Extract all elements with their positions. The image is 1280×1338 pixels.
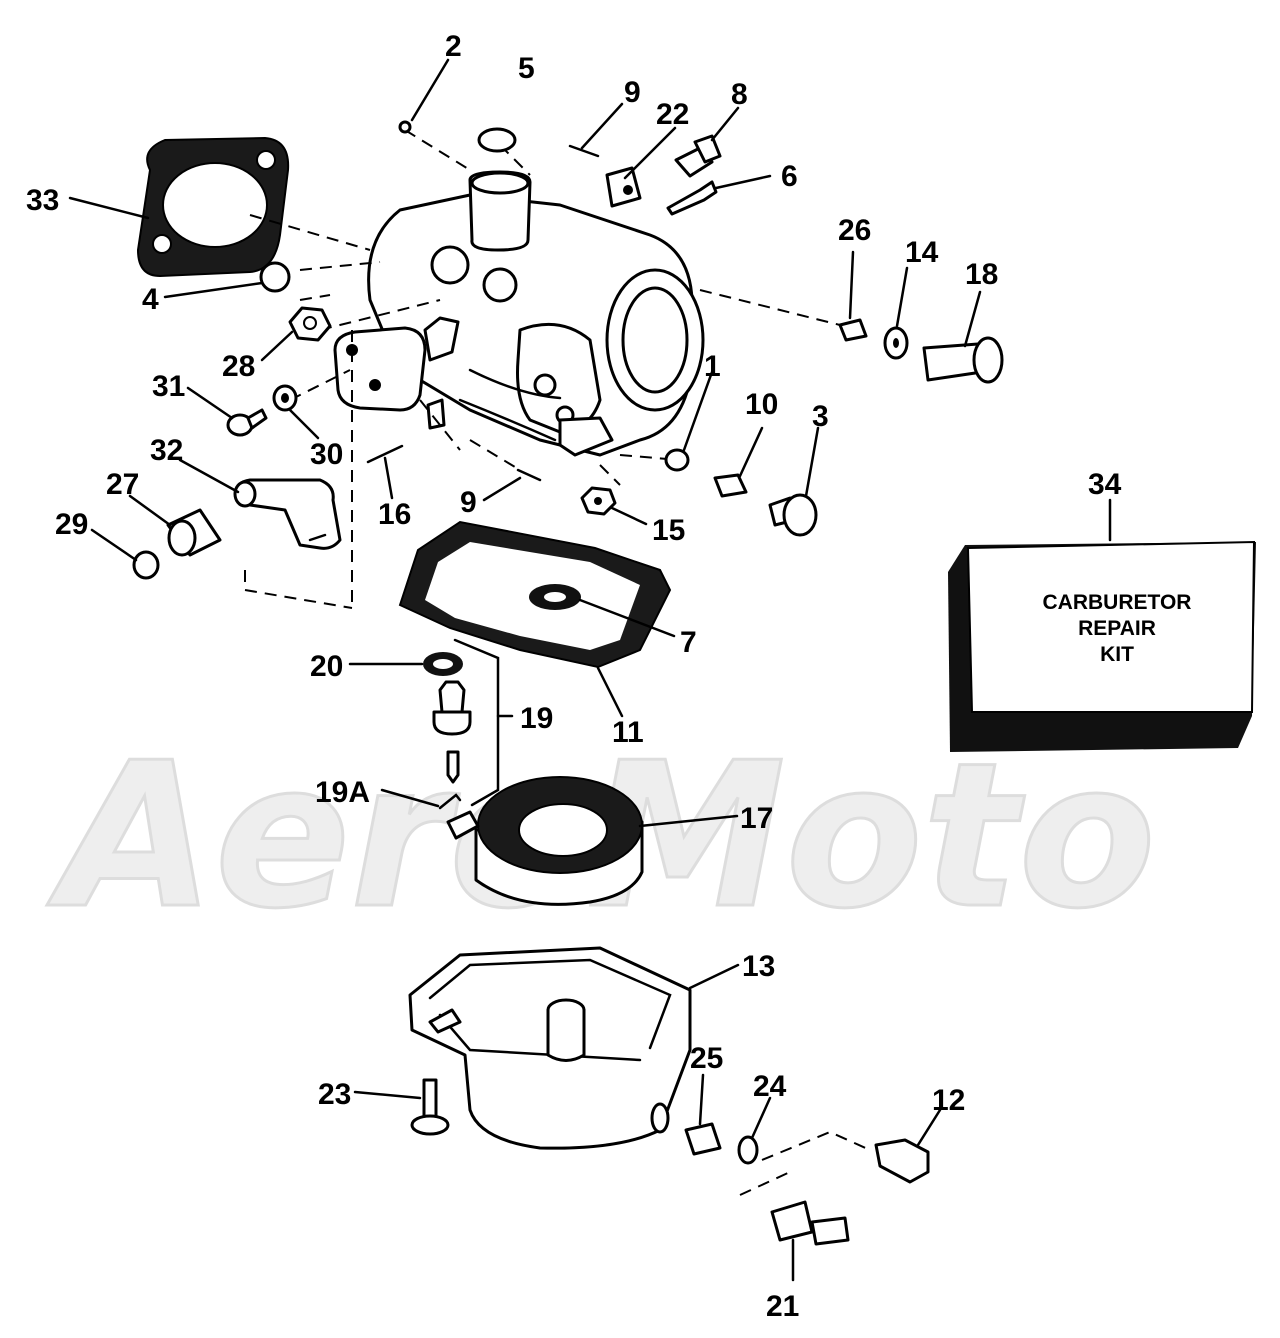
callout-4: 4 [142,283,159,316]
part-13-float-bowl [408,946,692,1150]
leader-lines [68,58,1112,1282]
callout-8: 8 [731,78,748,111]
callout-2: 2 [445,30,462,63]
part-12-bolt [874,1138,930,1184]
part-24-washer [737,1135,759,1165]
callout-13: 13 [742,950,775,983]
callout-17: 17 [740,802,773,835]
part-17-float [446,776,644,906]
needle-valve-seat [432,680,472,736]
callout-19: 19 [520,702,553,735]
callout-21: 21 [766,1290,799,1323]
callout-14: 14 [905,236,939,269]
callout-33: 33 [26,184,59,217]
part-31-screw [226,408,268,437]
callout-9-upper: 9 [624,76,641,109]
callout-27: 27 [106,468,139,501]
callout-9-lower: 9 [460,486,477,519]
callout-20: 20 [310,650,343,683]
callout-29: 29 [55,508,88,541]
part-1-oring [664,448,690,472]
callout-10: 10 [745,388,778,421]
part-7-ring [529,584,581,610]
callout-6: 6 [781,160,798,193]
part-25-jet [684,1122,722,1156]
part-5-plug [477,127,517,153]
callout-12: 12 [932,1084,965,1117]
lower-assembly-line-a [761,1130,871,1161]
part-16-pin [366,444,404,464]
callout-34: 34 [1088,468,1122,501]
part-26-plug [838,318,868,342]
part-33-flange-gasket [136,136,290,278]
upper-assembly-lines [244,129,841,609]
kit-label-line-1: CARBURETOR [1043,591,1192,614]
part-20-gasket [423,652,463,676]
callout-numbers: 2 5 9 22 8 6 33 26 14 18 4 28 31 1 10 3 … [26,30,1122,1323]
callout-1: 1 [704,350,721,383]
part-4-plug [259,261,291,293]
kit-label-line-3: KIT [1100,643,1134,666]
part-19-float-pin [453,638,500,807]
part-2-ball [398,120,412,134]
callout-30: 30 [310,438,343,471]
callout-24: 24 [753,1070,787,1103]
part-22-bracket [605,166,642,208]
part-21-fitting [770,1200,850,1246]
part-19a-clip [438,793,462,810]
part-8-screw [674,134,722,178]
part-30-washer [272,384,298,412]
carburetor-main-body [333,170,705,457]
part-9-pin-upper [568,144,600,158]
part-34-repair-kit-box: CARBURETOR REPAIR KIT [948,540,1256,752]
callout-28: 28 [222,350,255,383]
lower-assembly-line-b [739,1171,791,1196]
callout-18: 18 [965,258,998,291]
part-10-plug [713,473,748,498]
callout-15: 15 [652,514,685,547]
part-9-pin-lower [516,468,542,482]
kit-label-line-2: REPAIR [1078,617,1156,640]
callout-32: 32 [150,434,183,467]
callout-25: 25 [690,1042,723,1075]
part-15-nut [580,486,617,516]
callout-16: 16 [378,498,411,531]
part-23-screw [410,1078,450,1136]
callout-11: 11 [612,716,644,749]
part-27-sleeve [166,508,222,557]
callout-19a: 19A [315,776,370,809]
needle-valve [446,750,460,784]
part-3-screw [768,493,818,537]
part-28-nut [288,306,332,342]
callout-26: 26 [838,214,871,247]
part-11-bowl-gasket [398,520,672,669]
part-14-washer [883,326,909,360]
callout-22: 22 [656,98,689,131]
callout-31: 31 [152,370,185,403]
part-32-lever [233,478,342,550]
part-6-needle [666,180,718,216]
part-29-washer [132,550,160,580]
callout-23: 23 [318,1078,351,1111]
callout-7: 7 [680,626,697,659]
callout-5: 5 [518,52,535,85]
callout-3: 3 [812,400,829,433]
part-18-bolt [922,336,1004,384]
